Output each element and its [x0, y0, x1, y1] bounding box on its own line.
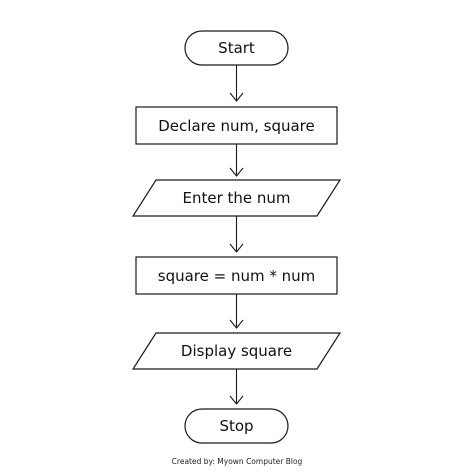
input-node: Enter the num — [131, 179, 342, 217]
compute-node: square = num * num — [135, 256, 338, 295]
start-label: Start — [218, 39, 255, 57]
compute-process-shape — [135, 256, 338, 295]
credit-footer: Created by: Myown Computer Blog — [171, 457, 303, 466]
declare-node: Declare num, square — [135, 106, 338, 145]
stop-node: Stop — [184, 408, 289, 444]
start-node: Start — [184, 30, 289, 66]
input-label: Enter the num — [182, 189, 290, 207]
stop-label: Stop — [219, 417, 253, 435]
arrow-declare-to-input — [229, 144, 244, 177]
arrow-output-to-stop — [229, 369, 244, 405]
compute-label: square = num * num — [158, 267, 316, 285]
stop-terminal-shape — [184, 408, 289, 444]
output-node: Display square — [131, 332, 342, 370]
declare-process-shape — [135, 106, 338, 145]
input-io-shape — [131, 179, 342, 217]
arrow-input-to-compute — [229, 216, 244, 253]
output-io-shape — [131, 332, 342, 370]
declare-label: Declare num, square — [158, 117, 314, 135]
output-label: Display square — [181, 342, 292, 360]
arrow-start-to-declare — [229, 65, 244, 102]
arrow-compute-to-output — [229, 294, 244, 329]
